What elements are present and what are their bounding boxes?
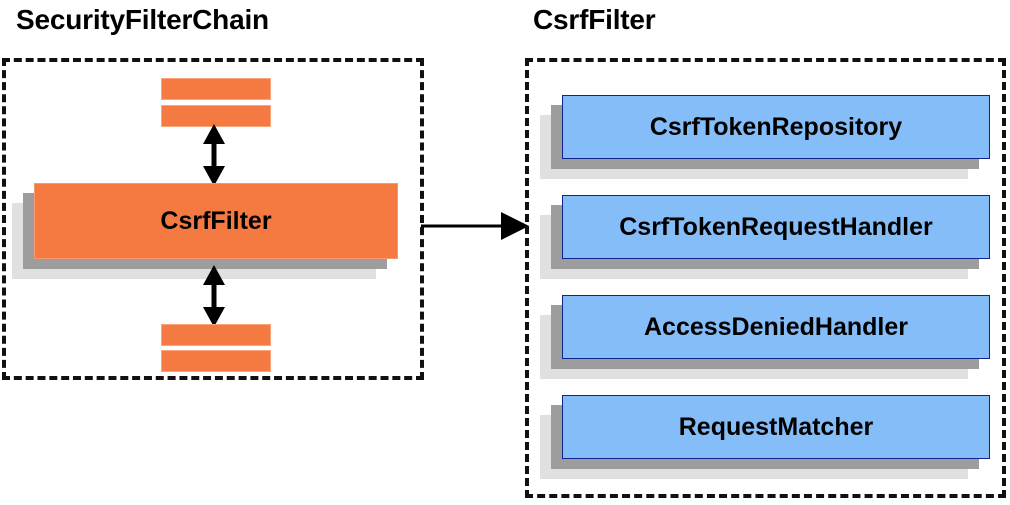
block-csrf-filter-label: CsrfFilter <box>34 183 398 259</box>
arrow-above-csrf-filter <box>203 124 225 186</box>
filter-placeholder-bar-top-2 <box>161 105 271 127</box>
panel-title-csrf-filter: CsrfFilter <box>533 4 656 35</box>
panel-security-filter-chain <box>2 58 424 380</box>
arrow-chain-to-csrf-filter <box>421 212 529 240</box>
block-access-denied-handler[interactable]: AccessDeniedHandler <box>540 295 990 379</box>
arrow-below-csrf-filter <box>203 265 225 327</box>
filter-placeholder-bar-bottom-1 <box>161 324 271 346</box>
panel-csrf-filter <box>525 58 1006 498</box>
block-label: CsrfTokenRequestHandler <box>562 195 990 259</box>
block-csrf-filter[interactable]: CsrfFilter <box>12 183 398 279</box>
block-request-matcher[interactable]: RequestMatcher <box>540 395 990 479</box>
block-label: RequestMatcher <box>562 395 990 459</box>
block-csrf-token-request-handler[interactable]: CsrfTokenRequestHandler <box>540 195 990 279</box>
block-label: AccessDeniedHandler <box>562 295 990 359</box>
block-label: CsrfTokenRepository <box>562 95 990 159</box>
filter-placeholder-bar-top-1 <box>161 78 271 100</box>
panel-title-security-filter-chain: SecurityFilterChain <box>16 4 269 35</box>
filter-placeholder-bar-bottom-2 <box>161 350 271 372</box>
block-csrf-token-repository[interactable]: CsrfTokenRepository <box>540 95 990 179</box>
